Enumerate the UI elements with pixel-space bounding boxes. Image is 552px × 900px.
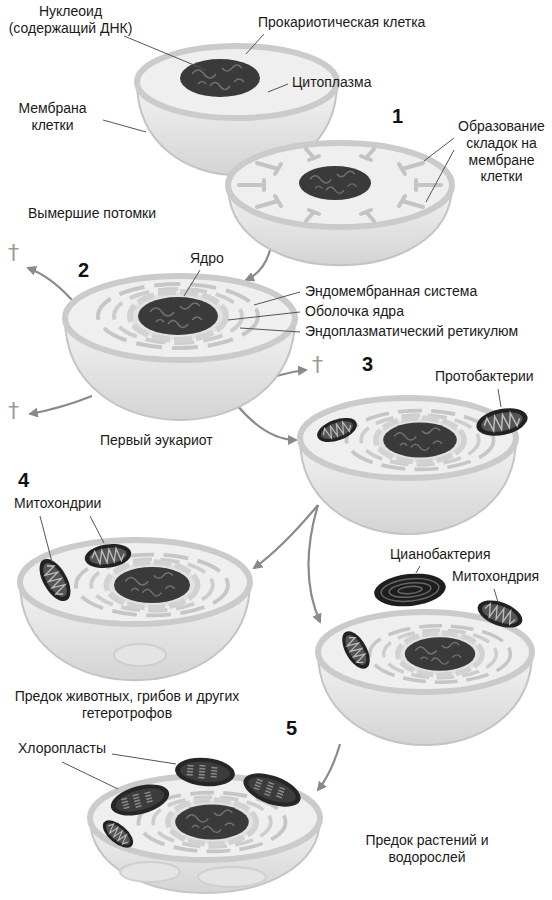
cyanobacteria-cell xyxy=(474,595,526,633)
process-arrows xyxy=(246,250,270,280)
part-label: Образование складок на мембране клетки xyxy=(454,118,549,185)
heterotroph-cell xyxy=(33,554,77,606)
heterotroph-cell xyxy=(20,540,250,624)
part-label: Ядро xyxy=(190,250,224,267)
folding-cell xyxy=(228,143,452,265)
protobacteria-cell xyxy=(346,411,493,470)
leader-lines xyxy=(498,389,501,407)
plant-cell xyxy=(198,867,266,887)
process-arrows xyxy=(236,404,296,440)
callout-number: 2 xyxy=(78,258,89,282)
leader-lines xyxy=(184,270,200,296)
protobacteria-cell xyxy=(300,398,516,478)
extinct-mark: † xyxy=(312,352,323,378)
leader-lines xyxy=(246,34,264,54)
protobacteria-cell xyxy=(314,413,360,447)
process-arrows xyxy=(30,396,92,414)
first-eukaryote-cell xyxy=(65,276,295,360)
protobacteria-cell xyxy=(300,398,530,534)
heterotroph-cell xyxy=(114,644,166,666)
leader-lines xyxy=(90,516,104,543)
folding-cell xyxy=(361,149,374,160)
cyanobacteria-cell xyxy=(318,570,532,745)
leader-lines xyxy=(426,150,454,202)
folding-cell xyxy=(306,149,319,160)
leader-lines xyxy=(62,762,118,789)
leader-lines xyxy=(268,84,288,92)
folding-cell xyxy=(257,163,281,174)
callout-number: 4 xyxy=(18,468,29,492)
plant-cell xyxy=(120,862,180,882)
extinct-mark: † xyxy=(8,240,19,266)
plant-cell xyxy=(90,755,320,893)
part-label: Цитоплазма xyxy=(292,74,371,91)
cyanobacteria-cell xyxy=(337,627,376,673)
leader-lines xyxy=(254,292,300,305)
heterotroph-cell xyxy=(20,540,250,680)
leader-lines xyxy=(40,34,501,789)
heterotroph-cell xyxy=(83,541,133,571)
folding-cell xyxy=(399,196,423,207)
cyanobacteria-cell xyxy=(373,570,448,609)
stage-caption: Предок растений и водорослей xyxy=(362,832,492,866)
part-label: Прокариотическая клетка xyxy=(258,14,425,31)
folding-cell xyxy=(239,149,441,221)
extinct-mark: † xyxy=(8,398,19,424)
folding-cell xyxy=(239,180,264,190)
plant-cell xyxy=(107,779,172,822)
folding-cell xyxy=(399,163,423,174)
leader-lines xyxy=(40,516,52,562)
folding-cell xyxy=(257,196,281,207)
folding-cell xyxy=(228,143,452,227)
leader-lines xyxy=(103,120,146,132)
callout-number: 3 xyxy=(362,352,373,376)
callout-number: 1 xyxy=(392,104,403,128)
leader-lines xyxy=(112,754,176,764)
note-label: Вымершие потомки xyxy=(28,205,156,222)
part-label: Хлоропласты xyxy=(18,740,106,757)
stage-caption: Предок животных, грибов и других гетерот… xyxy=(12,688,242,722)
part-label: Протобактерии xyxy=(435,368,534,385)
part-label: Оболочка ядра xyxy=(305,303,404,320)
process-arrows xyxy=(28,268,72,300)
part-label: Митохондрии xyxy=(14,495,101,512)
plant-cell xyxy=(98,815,138,852)
part-label: Цианобактерия xyxy=(390,546,490,563)
part-label: Эндоплазматический ретикулюм xyxy=(305,323,518,340)
folding-cell xyxy=(306,210,319,221)
callout-number: 5 xyxy=(286,716,297,740)
part-label: Эндомембранная система xyxy=(305,283,477,300)
leader-lines xyxy=(124,36,206,70)
cyanobacteria-cell xyxy=(370,626,511,682)
first-eukaryote-cell xyxy=(65,276,295,420)
folding-cell xyxy=(361,210,374,221)
part-label: Нуклеоид (содержащий ДНК) xyxy=(3,3,138,37)
leader-lines xyxy=(240,328,300,332)
stage-caption: Первый эукариот xyxy=(100,432,213,449)
process-arrows xyxy=(318,744,340,790)
part-label: Митохондрия xyxy=(452,568,539,585)
plant-cell xyxy=(174,755,236,788)
leader-lines xyxy=(416,566,420,573)
first-eukaryote-cell xyxy=(98,284,258,348)
leader-lines xyxy=(494,589,498,602)
plant-cell xyxy=(239,767,305,814)
protobacteria-cell xyxy=(474,404,530,440)
leader-lines xyxy=(228,312,300,320)
folding-cell xyxy=(299,166,371,200)
process-arrows xyxy=(308,505,320,622)
part-label: Мембрана клетки xyxy=(5,100,100,134)
